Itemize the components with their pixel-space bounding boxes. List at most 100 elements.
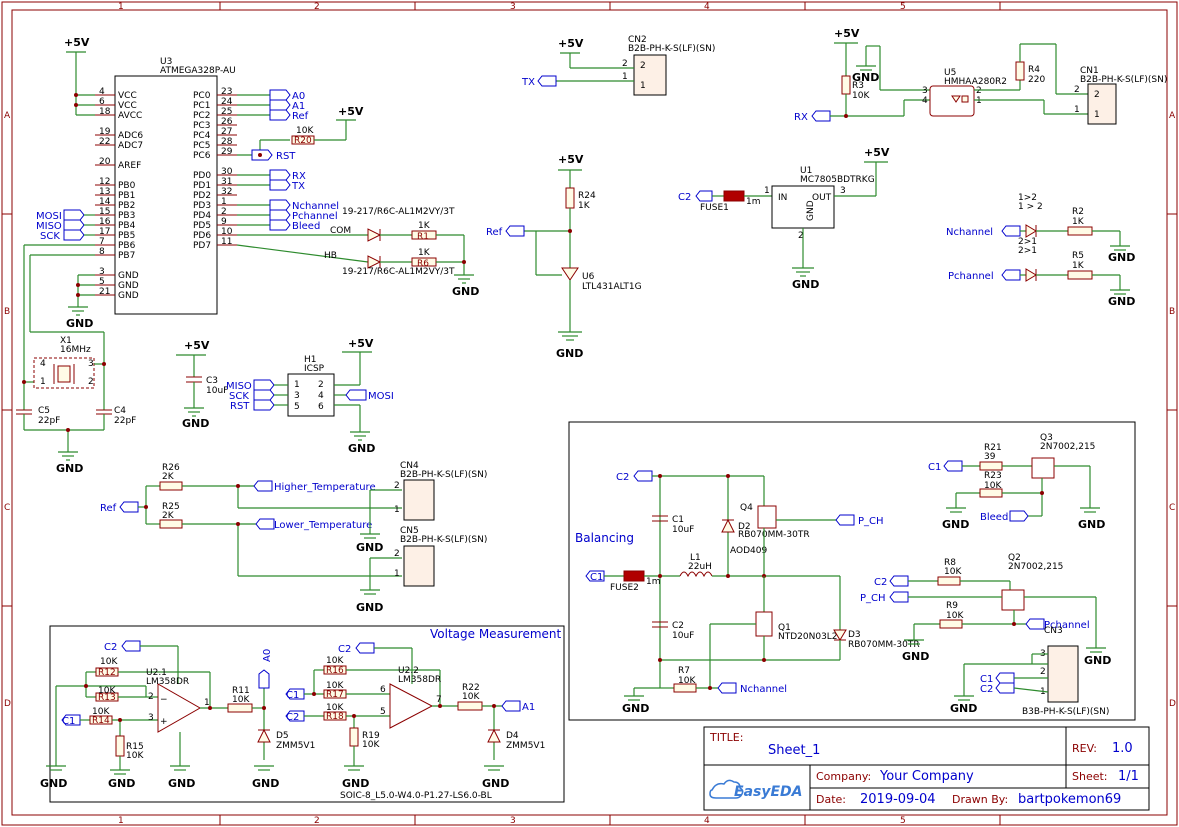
fuse2-ref: FUSE2 [610, 583, 639, 593]
r20-ref: R20 [294, 136, 312, 146]
svg-text:1: 1 [640, 81, 646, 91]
pin-name: VCC [118, 101, 137, 111]
section-title: Voltage Measurement [430, 627, 562, 641]
gnd-label: GND [556, 347, 583, 360]
r26-value: 2K [162, 472, 175, 482]
mcu-power: +5V GND [64, 36, 95, 330]
pin-number: 23 [221, 87, 232, 97]
gnd-label: GND [182, 417, 209, 430]
pin-name: PB3 [118, 211, 135, 221]
net-p-ch: P_CH [858, 516, 884, 527]
gnd-label: GND [1084, 654, 1111, 667]
net-ref: Ref [100, 503, 117, 514]
pin-name: AREF [118, 161, 141, 171]
svg-text:2: 2 [148, 692, 154, 702]
q2-ref: Q2 [1008, 553, 1021, 563]
pin-number: 10 [221, 227, 233, 237]
net-nchannel: Nchannel [946, 227, 993, 238]
q3-value: 2N7002,215 [1040, 442, 1095, 452]
q3-ref: Q3 [1040, 433, 1053, 443]
svg-text:1: 1 [394, 569, 400, 579]
d5-ref: D5 [276, 731, 289, 741]
gnd-label: GND [622, 702, 649, 715]
r20-value: 10K [296, 126, 314, 136]
r11-value: 10K [232, 695, 250, 705]
power-label: +5V [834, 27, 860, 40]
r19-ref: R19 [362, 731, 380, 741]
pin-number: 17 [99, 227, 110, 237]
row-label: B [4, 307, 10, 317]
pin-number: 25 [221, 107, 232, 117]
gnd-label: GND [942, 518, 969, 531]
svg-text:5: 5 [380, 707, 386, 717]
svg-text:2: 2 [622, 59, 628, 69]
cn3-ref: CN3 [1044, 626, 1063, 636]
net-pchannel: Pchannel [1044, 620, 1090, 631]
r16-ref: R16 [326, 666, 344, 676]
svg-text:1: 1 [40, 377, 46, 387]
svg-text:2>1: 2>1 [1018, 246, 1037, 256]
sheet-value: 1/1 [1118, 769, 1139, 784]
svg-text:2: 2 [1040, 667, 1046, 677]
net-ref: Ref [486, 227, 503, 238]
r8-ref: R8 [944, 558, 956, 568]
pin-name: PB4 [118, 221, 136, 231]
fuse1-ref: FUSE1 [700, 203, 729, 213]
pin-name: PD2 [193, 191, 211, 201]
pin-name: ADC6 [118, 131, 143, 141]
net-sck: SCK [40, 231, 60, 242]
pin-number: 2 [221, 207, 227, 217]
u1-value: MC7805BDTRKG [800, 175, 875, 185]
net-nchannel: Nchannel [292, 201, 339, 212]
r26-ref: R26 [162, 463, 180, 473]
net-c1: C1 [286, 690, 299, 701]
row-label: A [1169, 111, 1176, 121]
pin-number: 28 [221, 137, 233, 147]
svg-text:2: 2 [1074, 85, 1080, 95]
net-com: COM [330, 226, 351, 236]
pin-number: 16 [99, 217, 111, 227]
pin-number: 6 [99, 97, 105, 107]
pin-number: 9 [221, 217, 227, 227]
r24-ref: R24 [578, 191, 596, 201]
mcu-right-nets: A0 A1 Ref R20 10K +5V RST RX TX Nchannel… [236, 89, 369, 263]
d2-ref: D2 [738, 522, 751, 532]
row-label: D [1169, 699, 1176, 709]
pin-number: 14 [99, 197, 111, 207]
spi-labels: MOSI MISO SCK [36, 209, 95, 242]
gnd-label: GND [356, 601, 383, 614]
c2-ref: C2 [672, 621, 684, 631]
gnd-label: GND [66, 317, 93, 330]
net-tx: TX [521, 77, 535, 88]
pin-number: 5 [99, 277, 105, 287]
r4-value: 220 [1028, 75, 1045, 85]
pin-number: 26 [221, 117, 233, 127]
r25-ref: R25 [162, 502, 180, 512]
r22-ref: R22 [462, 683, 480, 693]
x1-ref: X1 [60, 336, 72, 346]
pin-name: GND [118, 281, 139, 291]
led-hb-part: 19-217/R6C-AL1M2VY/3T [342, 267, 455, 277]
d3-ref: D3 [848, 630, 861, 640]
r9-value: 10K [946, 611, 964, 621]
c3-ref: C3 [206, 376, 218, 386]
pin-number: 12 [99, 177, 110, 187]
svg-text:1: 1 [622, 72, 628, 82]
col-label: 2 [314, 816, 320, 826]
col-label: 1 [118, 2, 124, 12]
row-label: C [1169, 503, 1175, 513]
row-label: A [4, 111, 11, 121]
r24-value: 1K [578, 201, 591, 211]
svg-text:1: 1 [976, 96, 982, 106]
net-rst: RST [230, 401, 250, 412]
r12-value: 10K [100, 657, 118, 667]
